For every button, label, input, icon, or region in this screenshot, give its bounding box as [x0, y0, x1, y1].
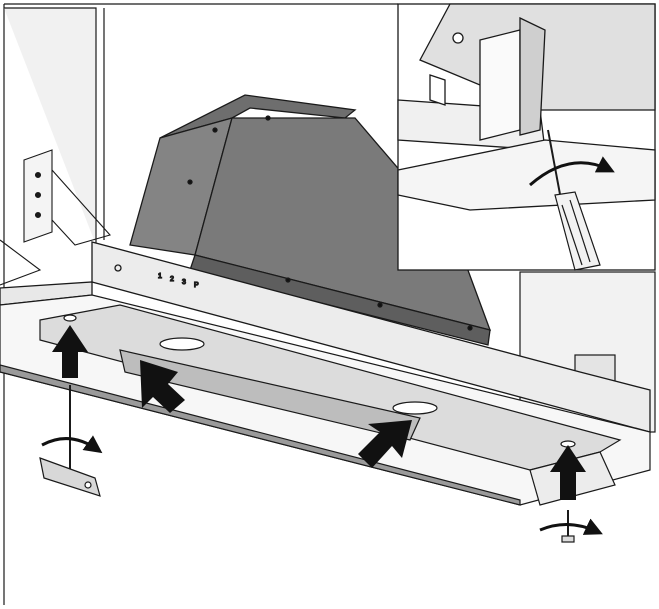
diagonal-arrow-icon	[358, 420, 412, 468]
rotate-arrow-icon	[529, 156, 615, 187]
up-arrow-icon	[550, 445, 586, 500]
diagonal-arrow-icon	[140, 360, 185, 413]
inset-detail	[397, 3, 656, 271]
rotate-arrow-icon	[539, 518, 603, 535]
panel-label-3: 3	[182, 279, 186, 286]
front-panel: 1 2 3 P	[0, 241, 651, 433]
left-bracket	[0, 149, 111, 286]
rotate-arrow-icon	[41, 435, 103, 454]
up-arrow-icon	[52, 325, 88, 378]
hood-casing	[129, 94, 492, 346]
panel-label-2: 2	[170, 276, 174, 283]
t-handle-key-icon	[39, 385, 101, 497]
panel-label-1: 1	[158, 273, 162, 280]
panel-label-p: P	[194, 282, 199, 289]
